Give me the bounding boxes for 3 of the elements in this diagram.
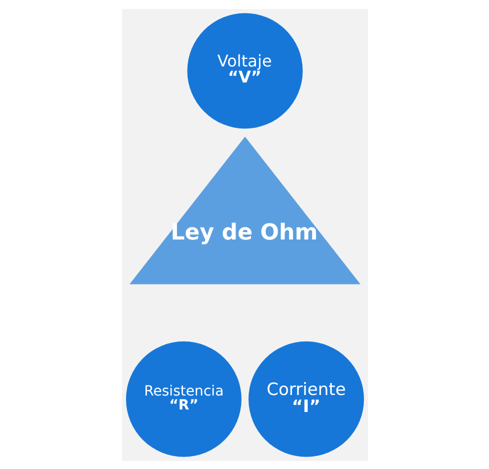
node-circle: Resistencia “R” bbox=[126, 340, 241, 456]
node-circle: Corriente “I” bbox=[248, 340, 364, 456]
node-circle: Voltaje “V” bbox=[186, 12, 302, 128]
